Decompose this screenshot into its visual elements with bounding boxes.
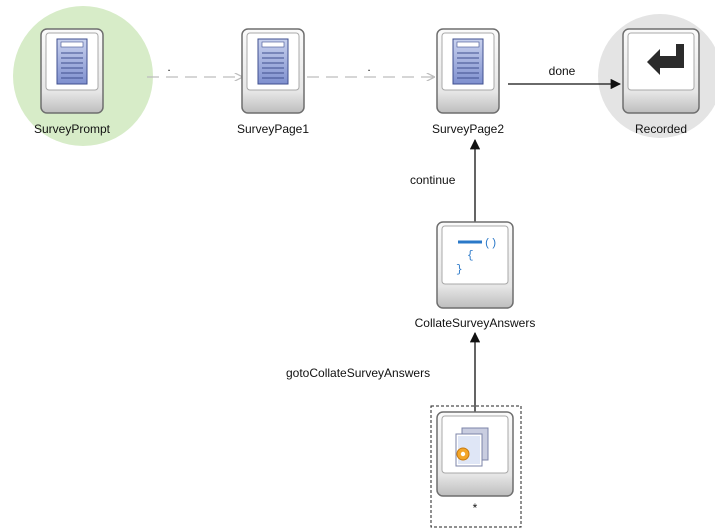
view-page-icon [257,38,289,85]
node-collate-survey-answers[interactable]: () { } [436,221,514,309]
node-recorded[interactable] [622,28,700,114]
edge-label-prompt-to-page1: . [167,60,171,74]
label-wildcard: * [472,501,478,515]
node-wildcard[interactable] [430,405,522,528]
node-survey-page2[interactable] [436,28,500,114]
svg-text:(): () [484,238,497,250]
edge-label-goto-collate: gotoCollateSurveyAnswers [286,366,431,380]
edge-label-done: done [548,64,576,78]
view-page-icon [452,38,484,85]
wildcard-pages-icon [455,427,489,467]
label-survey-page2: SurveyPage2 [431,122,505,136]
svg-text:{: { [467,250,474,262]
label-survey-prompt: SurveyPrompt [33,122,111,136]
return-arrow-icon [647,44,684,75]
label-recorded: Recorded [634,122,688,136]
edge-label-page1-to-page2: . [367,60,371,74]
edge-label-continue: continue [410,173,456,187]
label-survey-page1: SurveyPage1 [236,122,310,136]
view-page-icon [56,38,88,85]
svg-text:}: } [456,264,463,276]
node-survey-page1[interactable] [241,28,305,114]
label-collate-survey-answers: CollateSurveyAnswers [414,316,536,330]
node-survey-prompt[interactable] [40,28,104,114]
method-call-icon: () { } [456,238,497,276]
